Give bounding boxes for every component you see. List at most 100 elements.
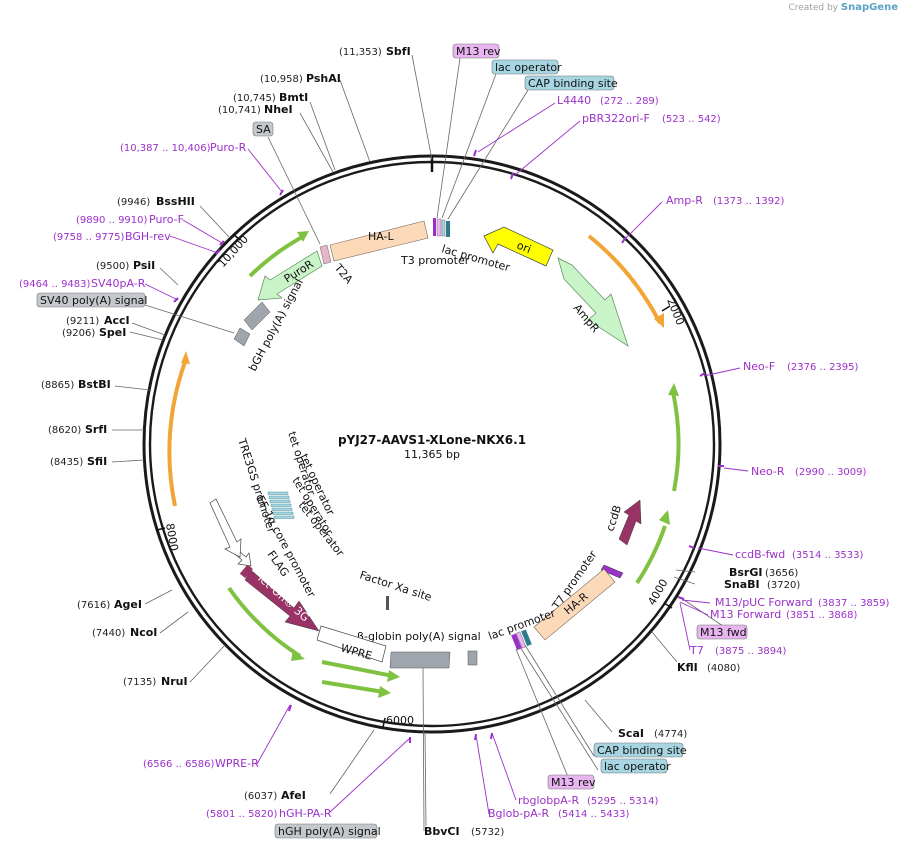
ori-feature	[483, 226, 554, 267]
box-hgh-polya: hGH poly(A) signal	[278, 825, 381, 838]
primer-range-bgh-rev: (9758 .. 9775)	[53, 232, 125, 243]
t3-promoter-label: T3 promoter	[400, 254, 470, 267]
enzyme-pos-sbfi: (11,353)	[339, 47, 382, 58]
enzyme-pos-pshai: (10,958)	[260, 74, 303, 85]
box-sa: SA	[256, 123, 271, 136]
primer-range-puro-r: (10,387 .. 10,406)	[120, 143, 211, 154]
primer-wpre-r: WPRE-R	[215, 757, 259, 770]
enzyme-pos-psii: (9500)	[96, 261, 129, 272]
box-lac-operator-bottom: lac operator	[604, 760, 671, 773]
enzyme-pos-agei: (7616)	[77, 600, 110, 611]
wpre-feature	[316, 625, 387, 663]
enzyme-nhei: NheI	[264, 103, 293, 116]
primer-range-rbglobpa-r: (5295 .. 5314)	[587, 796, 659, 807]
enzyme-ncoi: NcoI	[130, 626, 157, 639]
ampr-feature	[557, 257, 629, 347]
enzyme-acci: AccI	[104, 314, 130, 327]
enzyme-bbvci: BbvCI	[424, 825, 460, 838]
ccdb-label: ccdB	[603, 504, 624, 533]
primer-m13-forward: M13 Forward	[710, 608, 781, 621]
enzyme-sbfi: SbfI	[386, 45, 411, 58]
primer-neo-r: Neo-R	[751, 465, 785, 478]
boxed-labels: M13 rev lac operator CAP binding site SA…	[36, 43, 748, 839]
enzyme-pos-bstbi: (8865)	[41, 380, 74, 391]
enzyme-pos-spei: (9206)	[62, 328, 95, 339]
primer-puro-f: Puro-F	[149, 213, 184, 226]
primer-pbr322ori-f: pBR322ori-F	[582, 112, 650, 125]
enzyme-sfii: SfiI	[87, 455, 107, 468]
enzyme-pos-bsshii: (9946)	[117, 197, 150, 208]
ha-r-feature	[533, 568, 616, 641]
enzyme-pos-snabi: (3720)	[767, 580, 800, 591]
enzyme-spei: SpeI	[99, 326, 126, 339]
primer-leaders	[144, 102, 749, 815]
tick-6000: 6000	[386, 714, 414, 727]
enzyme-agei: AgeI	[114, 598, 142, 611]
enzyme-bmti: BmtI	[279, 91, 308, 104]
enzyme-pshai: PshAI	[306, 72, 341, 85]
primer-l4440: L4440	[557, 94, 591, 107]
primer-range-neo-r: (2990 .. 3009)	[795, 467, 867, 478]
primer-labels: L4440 (272 .. 289) pBR322ori-F (523 .. 5…	[19, 94, 890, 820]
tet-on-3g-feature	[244, 569, 320, 632]
bgh-polya-feature	[243, 301, 271, 331]
box-cap-binding-top: CAP binding site	[528, 77, 618, 90]
enzyme-pos-nhei: (10,741)	[218, 105, 261, 116]
ori-label: ori	[515, 239, 533, 256]
primer-range-amp-r: (1373 .. 1392)	[713, 196, 785, 207]
snapgene-credit: Created by SnapGene	[788, 2, 898, 13]
backbone	[142, 154, 722, 734]
box-lac-operator-top: lac operator	[495, 61, 562, 74]
enzyme-pos-bbvci: (5732)	[471, 827, 504, 838]
box-m13-rev-top: M13 rev	[456, 45, 501, 58]
enzyme-kfli: KflI	[677, 661, 698, 674]
box-cap-binding-bottom: CAP binding site	[597, 744, 687, 757]
lac-promoter-top-feature	[433, 218, 436, 236]
t2a-label: T2A	[331, 261, 356, 287]
box-m13-fwd: M13 fwd	[700, 626, 747, 639]
primer-range-sv40pa-r: (9464 .. 9483)	[19, 279, 91, 290]
ha-l-label: HA-L	[368, 230, 395, 243]
t2a-feature	[319, 244, 332, 265]
plasmid-title: pYJ27-AAVS1-XLone-NKX6.1	[338, 433, 526, 447]
enzyme-bstbi: BstBI	[78, 378, 111, 391]
snapgene-logo: SnapGene	[840, 2, 898, 13]
plasmid-size: 11,365 bp	[404, 448, 460, 461]
puror-feature	[257, 250, 323, 301]
ha-l-feature	[329, 220, 429, 262]
primer-puro-r: Puro-R	[210, 141, 247, 154]
primer-range-m13-puc-forward: (3837 .. 3859)	[818, 598, 890, 609]
primer-range-neo-f: (2376 .. 2395)	[787, 362, 859, 373]
primer-sv40pa-r: SV40pA-R	[91, 277, 146, 290]
enzyme-pos-scai: (4774)	[654, 729, 687, 740]
enzyme-srfi: SrfI	[85, 423, 107, 436]
primer-range-wpre-r: (6566 .. 6586)	[143, 759, 215, 770]
primer-m13-puc-forward: M13/pUC Forward	[715, 596, 813, 609]
enzyme-pos-srfi: (8620)	[48, 425, 81, 436]
tick-8000: 8000	[163, 522, 181, 552]
beta-globin-label: β-globin poly(A) signal	[357, 630, 481, 643]
enzyme-pos-sfii: (8435)	[50, 457, 83, 468]
enzyme-nrui: NruI	[161, 675, 188, 688]
enzyme-pos-ncoi: (7440)	[92, 628, 125, 639]
box-sv40-polya: SV40 poly(A) signal	[40, 294, 147, 307]
beta-globin-feature	[389, 651, 451, 669]
enzyme-psii: PsiI	[133, 259, 155, 272]
enzyme-labels: (11,353) SbfI (10,958) PshAI (10,745) Bm…	[41, 45, 800, 838]
primer-range-t7: (3875 .. 3894)	[715, 646, 787, 657]
primer-neo-f: Neo-F	[743, 360, 775, 373]
primer-range-ccdb-fwd: (3514 .. 3533)	[792, 550, 864, 561]
enzyme-scai: ScaI	[618, 727, 644, 740]
credit-prefix: Created by	[788, 3, 838, 13]
enzyme-afei: AfeI	[281, 789, 306, 802]
tick-10000: 10,000	[216, 233, 251, 270]
primer-range-m13-forward: (3851 .. 3868)	[786, 610, 858, 621]
tre3gs-label: TRE3GS promoter	[235, 436, 278, 535]
primer-range-bglob-pa-r: (5414 .. 5433)	[558, 809, 630, 820]
primer-hgh-pa-r: hGH-PA-R	[279, 807, 332, 820]
primer-ccdb-fwd: ccdB-fwd	[735, 548, 785, 561]
enzyme-snabi: SnaBI	[724, 578, 760, 591]
factor-xa-label: Factor Xa site	[358, 568, 433, 604]
enzyme-pos-acci: (9211)	[66, 316, 99, 327]
